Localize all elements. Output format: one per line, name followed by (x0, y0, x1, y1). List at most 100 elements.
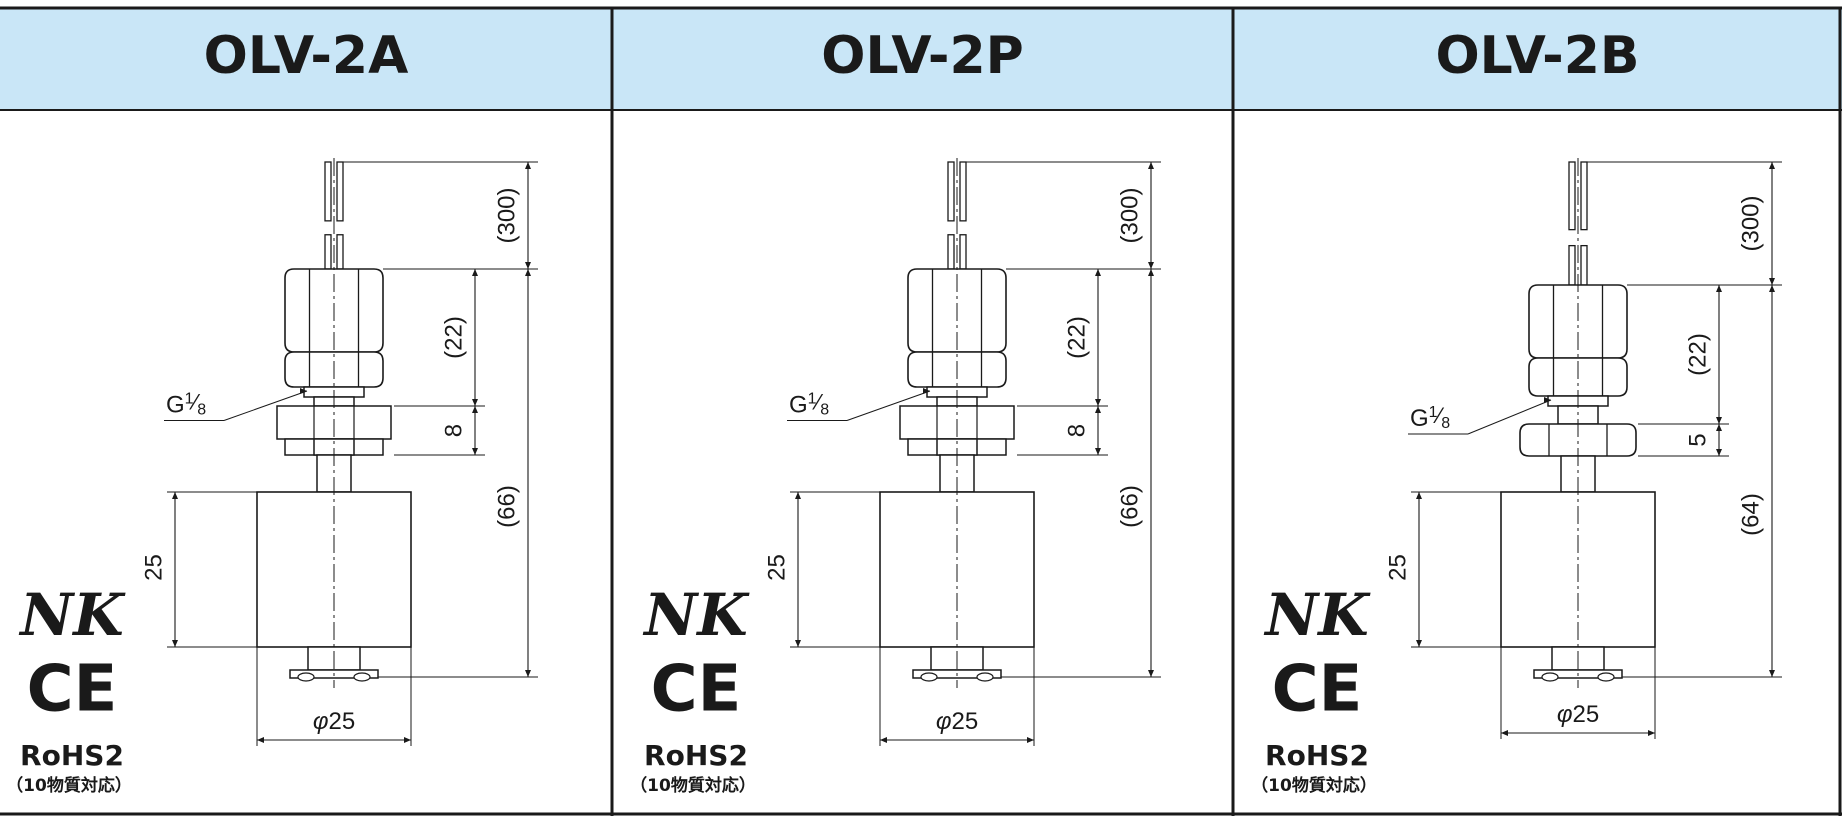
dimension-arrowhead (1501, 730, 1508, 736)
thread-spec-numerator: 1 (808, 391, 817, 408)
panel-title: OLV-2A (204, 26, 409, 86)
dimension-arrowhead (1148, 670, 1154, 677)
dim-float-diameter: φ25 (313, 708, 355, 735)
dimension-arrowhead (1769, 162, 1775, 169)
dimension-arrowhead (795, 640, 801, 647)
diameter-symbol: φ (1557, 701, 1573, 728)
dim-nut-length: (22) (1063, 316, 1090, 359)
thread-spec-label: G1⁄8 (789, 389, 829, 419)
leader-line (1467, 399, 1552, 435)
dim-total-length: (66) (1116, 485, 1143, 528)
diameter-symbol: φ (936, 708, 952, 735)
dim-thread-length: 5 (1684, 433, 1711, 446)
dim-float-height: 25 (140, 554, 167, 581)
thread-spec-letter: G (1410, 405, 1429, 432)
rohs-label: RoHS2 (1265, 739, 1369, 772)
ce-mark-icon: CE (1272, 653, 1363, 727)
thread-spec-label: G1⁄8 (166, 389, 206, 419)
dim-cable-length: (300) (1116, 187, 1143, 243)
dimension-arrowhead (1716, 285, 1722, 292)
dimension-arrowhead (172, 640, 178, 647)
dimension-arrowhead (1769, 278, 1775, 285)
panel-title: OLV-2B (1435, 26, 1639, 86)
dimension-arrowhead (525, 269, 531, 276)
dim-float-diameter: φ25 (936, 708, 978, 735)
dimension-arrowhead (1544, 397, 1551, 403)
dimension-arrowhead (1027, 737, 1034, 743)
e-clip-end (976, 672, 994, 682)
dimension-arrowhead (1716, 424, 1722, 431)
dimension-arrowhead (1716, 449, 1722, 456)
cable-lead (324, 161, 332, 222)
dimension-arrowhead (1095, 448, 1101, 455)
leader-line (846, 390, 931, 421)
dimension-arrowhead (1416, 492, 1422, 499)
thread-spec-label: G1⁄8 (1410, 403, 1450, 433)
dimension-arrowhead (1648, 730, 1655, 736)
dimension-arrowhead (1095, 406, 1101, 413)
e-clip-end (1541, 672, 1559, 682)
dimension-arrowhead (404, 737, 411, 743)
header-band (0, 8, 1842, 110)
thread-spec-denominator: 8 (820, 402, 829, 419)
dimension-arrowhead (172, 492, 178, 499)
dimension-arrowhead (472, 269, 478, 276)
panel-olv-2a: OLV-2A(300)(66)(22)825φ25G1⁄8NKCERoHS2（1… (6, 26, 538, 796)
dimension-arrowhead (1769, 285, 1775, 292)
dimension-arrowhead (257, 737, 264, 743)
dim-thread-length: 8 (1063, 424, 1090, 437)
thread-spec-letter: G (789, 392, 808, 419)
cable-lead (1568, 244, 1576, 286)
cable-leads (947, 161, 967, 270)
nk-mark-icon: NK (18, 581, 126, 649)
dimension-arrowhead (1148, 162, 1154, 169)
dimension-arrowhead (880, 737, 887, 743)
dimension-arrowhead (1769, 670, 1775, 677)
cable-lead (1580, 244, 1588, 286)
diameter-value: 25 (1572, 701, 1599, 728)
cable-lead (947, 161, 955, 222)
dimension-arrowhead (472, 399, 478, 406)
cable-lead (336, 161, 344, 222)
thread-spec-denominator: 8 (1441, 415, 1450, 432)
dim-thread-length: 8 (440, 424, 467, 437)
diameter-value: 25 (951, 708, 978, 735)
dim-nut-length: (22) (1684, 333, 1711, 376)
nk-mark-icon: NK (1263, 581, 1371, 649)
dimension-arrowhead (525, 262, 531, 269)
e-clip-end (297, 672, 315, 682)
dimension-arrowhead (525, 162, 531, 169)
cable-lead (336, 234, 344, 270)
dim-cable-length: (300) (1737, 195, 1764, 251)
panel-olv-2p: OLV-2P(300)(66)(22)825φ25G1⁄8NKCERoHS2（1… (630, 26, 1161, 796)
cable-lead (1568, 161, 1576, 231)
thread-spec-numerator: 1 (1429, 404, 1438, 421)
dim-float-diameter: φ25 (1557, 701, 1599, 728)
leader-line (223, 390, 308, 421)
dimension-arrowhead (1095, 269, 1101, 276)
dimension-arrowhead (1148, 262, 1154, 269)
dimension-arrowhead (795, 492, 801, 499)
e-clip-end (353, 672, 371, 682)
panel-olv-2b: OLV-2B(300)(64)(22)525φ25G1⁄8NKCERoHS2（1… (1251, 26, 1782, 796)
dimension-arrowhead (1148, 269, 1154, 276)
dimension-arrowhead (525, 670, 531, 677)
dimension-arrowhead (1095, 399, 1101, 406)
ce-mark-icon: CE (27, 653, 118, 727)
dimension-arrowhead (472, 448, 478, 455)
diameter-value: 25 (328, 708, 355, 735)
rohs-note: （10物質対応） (6, 775, 132, 796)
diameter-symbol: φ (313, 708, 329, 735)
rohs-label: RoHS2 (20, 739, 124, 772)
dimension-arrowhead (472, 406, 478, 413)
cable-leads (1568, 161, 1588, 286)
cable-lead (1580, 161, 1588, 231)
cable-lead (324, 234, 332, 270)
dim-cable-length: (300) (493, 187, 520, 243)
dimension-arrowhead (923, 388, 930, 394)
